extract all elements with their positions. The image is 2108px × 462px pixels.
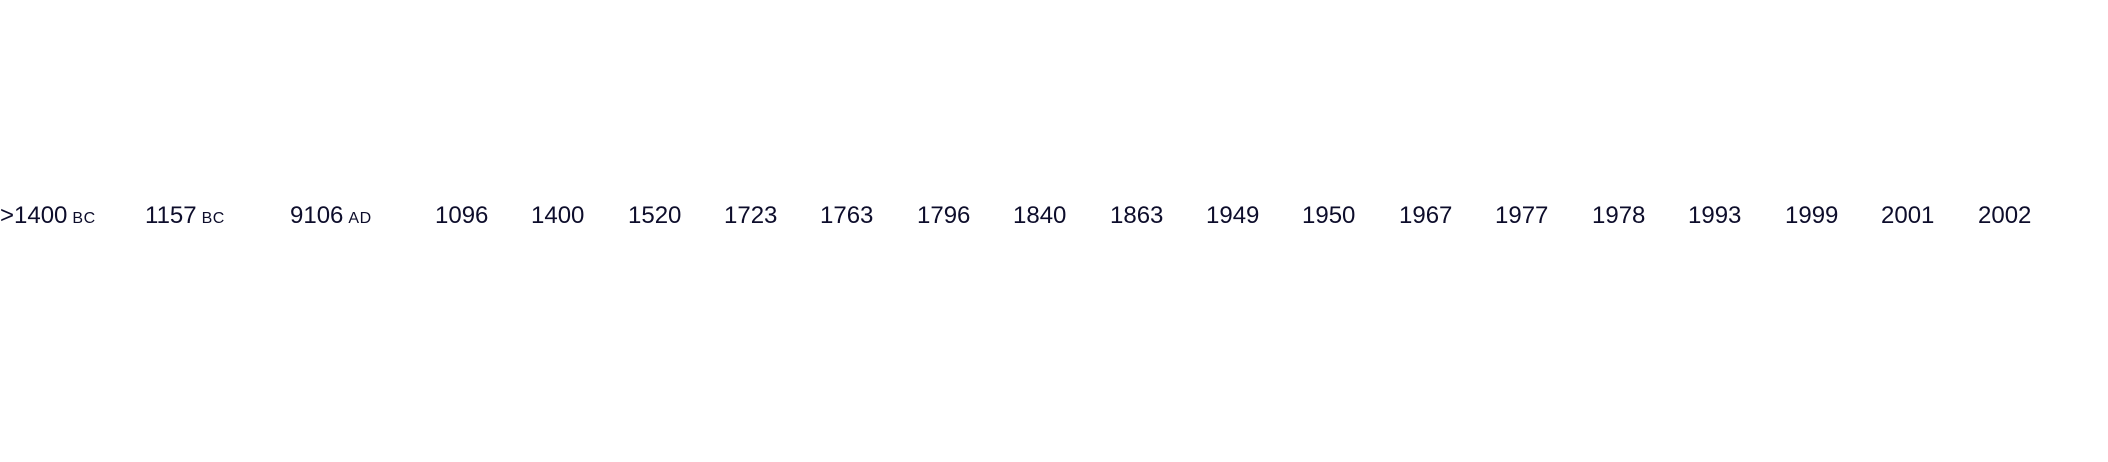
timeline-year-11[interactable]: 1949 xyxy=(1206,196,1259,236)
year-label: 1977 xyxy=(1495,202,1549,229)
timeline-year-6[interactable]: 1723 xyxy=(724,196,777,236)
timeline-year-5[interactable]: 1520 xyxy=(628,196,681,236)
year-label: 9106 xyxy=(290,202,344,229)
timeline-year-4[interactable]: 1400 xyxy=(531,196,584,236)
timeline-year-14[interactable]: 1977 xyxy=(1495,196,1548,236)
year-label: 1863 xyxy=(1110,202,1164,229)
timeline-year-3[interactable]: 1096 xyxy=(435,196,488,236)
timeline-year-16[interactable]: 1993 xyxy=(1688,196,1741,236)
year-label: 1840 xyxy=(1013,202,1067,229)
year-label: 1999 xyxy=(1785,202,1839,229)
year-label: 1157 xyxy=(145,202,197,229)
year-era: BC xyxy=(201,210,225,227)
timeline-year-8[interactable]: 1796 xyxy=(917,196,970,236)
year-label: 2001 xyxy=(1881,202,1935,229)
year-label: 1796 xyxy=(917,202,971,229)
timeline-year-9[interactable]: 1840 xyxy=(1013,196,1066,236)
timeline-year-15[interactable]: 1978 xyxy=(1592,196,1645,236)
year-label: 1723 xyxy=(724,202,778,229)
timeline-year-13[interactable]: 1967 xyxy=(1399,196,1452,236)
year-era: AD xyxy=(348,210,372,227)
year-label: 1993 xyxy=(1688,202,1742,229)
year-label: 1096 xyxy=(435,202,489,229)
timeline-year-10[interactable]: 1863 xyxy=(1110,196,1163,236)
year-label: 2002 xyxy=(1978,202,2032,229)
year-label: 1978 xyxy=(1592,202,1646,229)
year-label: 1950 xyxy=(1302,202,1356,229)
year-label: 1949 xyxy=(1206,202,1260,229)
year-label: 1520 xyxy=(628,202,682,229)
timeline-year-17[interactable]: 1999 xyxy=(1785,196,1838,236)
year-label: 1763 xyxy=(820,202,874,229)
year-era: BC xyxy=(72,210,96,227)
timeline-year-18[interactable]: 2001 xyxy=(1881,196,1934,236)
timeline-year-12[interactable]: 1950 xyxy=(1302,196,1355,236)
timeline-year-7[interactable]: 1763 xyxy=(820,196,873,236)
year-label: 1967 xyxy=(1399,202,1453,229)
year-label: >1400 xyxy=(0,202,68,229)
year-label: 1400 xyxy=(531,202,585,229)
timeline-year-19[interactable]: 2002 xyxy=(1978,196,2031,236)
